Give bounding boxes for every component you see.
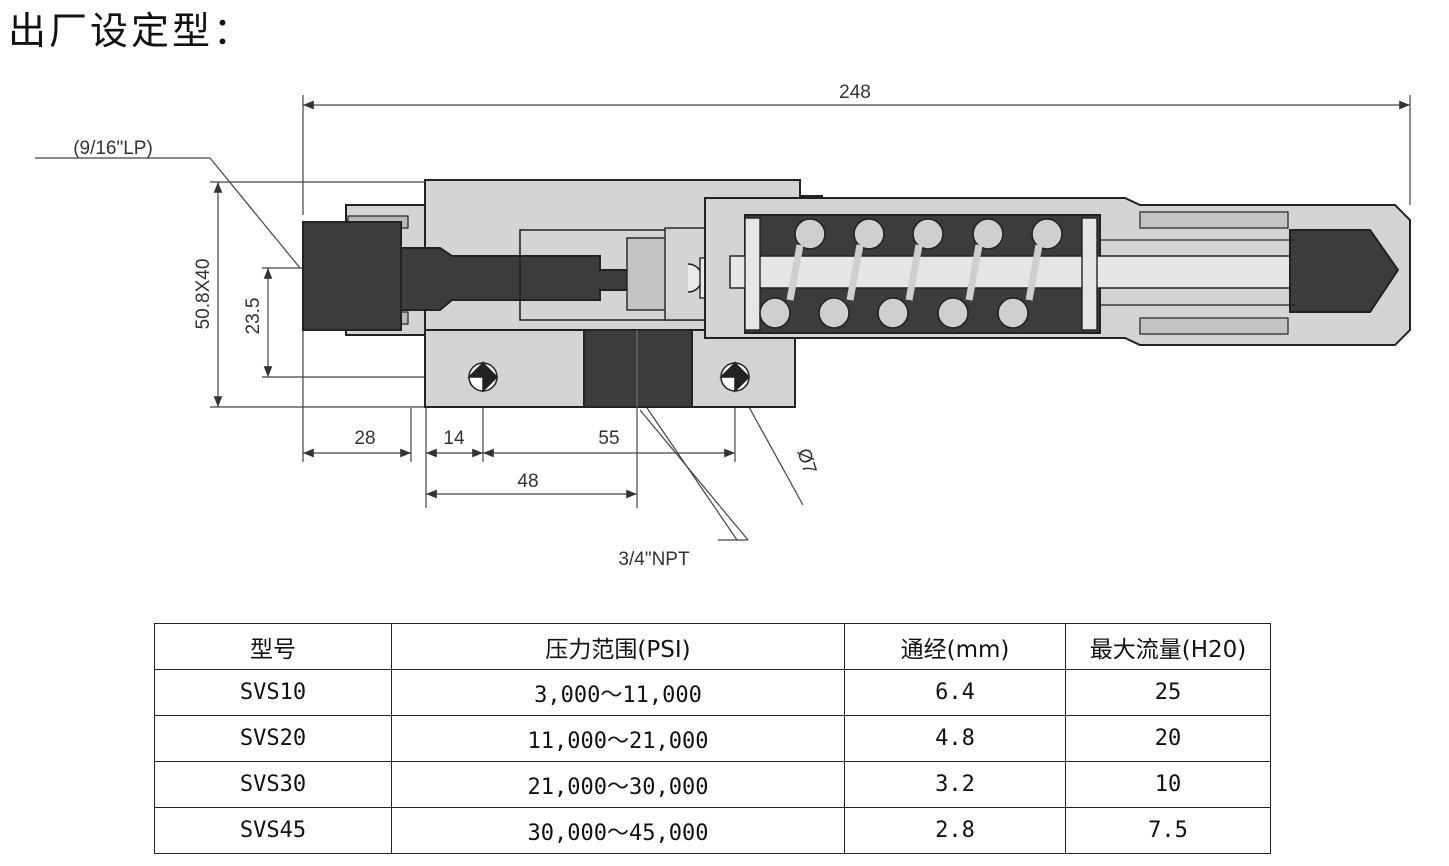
header-max-flow: 最大流量(H20) bbox=[1065, 623, 1271, 670]
dim-port: 3/4"NPT bbox=[618, 549, 690, 570]
cell-bore: 2.8 bbox=[844, 807, 1066, 854]
cell-max-flow: 20 bbox=[1065, 715, 1271, 762]
dim-d1: 28 bbox=[354, 428, 375, 449]
dim-d2: 14 bbox=[443, 428, 465, 449]
cell-max-flow: 10 bbox=[1065, 761, 1271, 808]
spring-coils-upper bbox=[794, 218, 1063, 250]
cell-max-flow: 7.5 bbox=[1065, 807, 1271, 854]
valve-drawing: 248 (9/16"LP) 50.8X40 23.5 28 14 55 48 Ø… bbox=[35, 82, 1411, 570]
dim-height: 23.5 bbox=[243, 298, 264, 335]
cell-pressure-range: 11,000～21,000 bbox=[391, 715, 845, 762]
cell-pressure-range: 3,000～11,000 bbox=[391, 669, 845, 716]
mounting-hole-left bbox=[467, 361, 499, 393]
header-bore: 通经(mm) bbox=[844, 623, 1066, 670]
cell-model: SVS45 bbox=[154, 807, 392, 854]
dim-d4: 48 bbox=[517, 471, 538, 492]
header-pressure-range: 压力范围(PSI) bbox=[391, 623, 845, 670]
cell-bore: 3.2 bbox=[844, 761, 1066, 808]
mounting-hole-right bbox=[719, 361, 751, 393]
cell-model: SVS20 bbox=[154, 715, 392, 762]
dim-d3: 55 bbox=[598, 428, 619, 449]
dim-body-section: 50.8X40 bbox=[193, 259, 214, 330]
cell-pressure-range: 21,000～30,000 bbox=[391, 761, 845, 808]
dim-overall-length: 248 bbox=[839, 82, 871, 103]
cell-pressure-range: 30,000～45,000 bbox=[391, 807, 845, 854]
cell-max-flow: 25 bbox=[1065, 669, 1271, 716]
table-row: SVS20 11,000～21,000 4.8 20 bbox=[154, 715, 1271, 762]
valve-body bbox=[302, 179, 1411, 408]
header-model: 型号 bbox=[154, 623, 392, 670]
cell-model: SVS30 bbox=[154, 761, 392, 808]
table-header-row: 型号 压力范围(PSI) 通经(mm) 最大流量(H20) bbox=[154, 623, 1271, 670]
dim-connection-label: (9/16"LP) bbox=[73, 138, 153, 159]
table-row: SVS45 30,000～45,000 2.8 7.5 bbox=[154, 807, 1271, 854]
dimension-lines bbox=[35, 95, 1411, 541]
page-title: 出厂设定型： bbox=[8, 9, 255, 53]
cell-bore: 6.4 bbox=[844, 669, 1066, 716]
dim-hole: Ø7 bbox=[792, 446, 820, 477]
table-row: SVS10 3,000～11,000 6.4 25 bbox=[154, 669, 1271, 716]
spring-coils-lower bbox=[759, 297, 1029, 329]
cell-model: SVS10 bbox=[154, 669, 392, 716]
spec-table: 型号 压力范围(PSI) 通经(mm) 最大流量(H20) SVS10 3,00… bbox=[154, 623, 1271, 854]
cell-bore: 4.8 bbox=[844, 715, 1066, 762]
table-row: SVS30 21,000～30,000 3.2 10 bbox=[154, 761, 1271, 808]
